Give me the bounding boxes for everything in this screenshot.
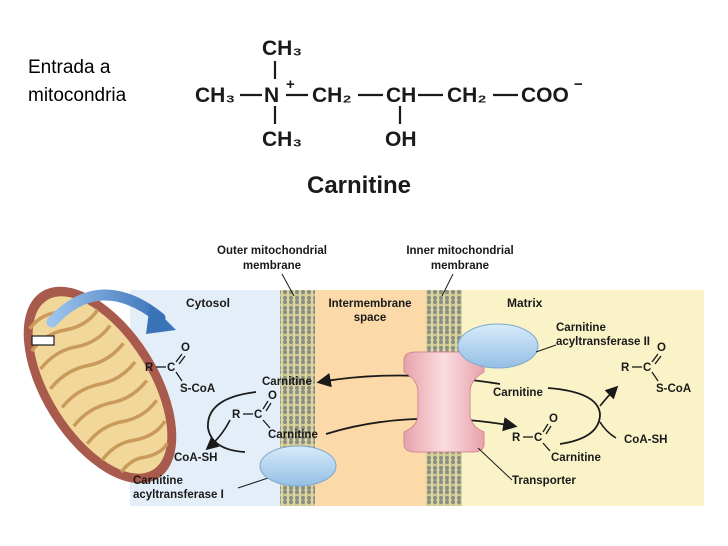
transporter-label: Transporter xyxy=(512,475,576,487)
matrix-carnitine-bottom: Carnitine xyxy=(551,452,601,464)
intermembrane-label-1: Intermembrane xyxy=(328,298,411,310)
compartments xyxy=(130,290,704,506)
matrix-acyl-coa: R C O S-CoA xyxy=(621,342,691,395)
matrix-acyl-group: R C O xyxy=(512,413,558,452)
svg-text:O: O xyxy=(549,413,558,425)
matrix-carnitine-top: Carnitine xyxy=(493,387,543,399)
cytosol-coa-sh: CoA-SH xyxy=(174,452,217,464)
svg-text:R: R xyxy=(232,409,241,421)
transporter-leader xyxy=(477,447,513,481)
plus-charge: + xyxy=(286,76,295,93)
svg-text:C: C xyxy=(643,362,651,374)
top-methyl: CH₃ xyxy=(262,37,302,60)
acyl-s-coa: S-CoA xyxy=(180,383,215,395)
cpt1-label-2: acyltransferase I xyxy=(133,489,224,501)
cytosol-reaction-curve xyxy=(207,391,257,453)
hydroxyl: OH xyxy=(385,128,417,151)
intermembrane-label-2: space xyxy=(354,312,387,324)
outer-membrane-label-2: membrane xyxy=(243,260,301,272)
page-title: Entrada a mitocondria xyxy=(28,54,126,110)
outer-membrane-leader xyxy=(281,273,295,297)
ch2-a: CH₂ xyxy=(312,84,352,107)
cytosol-coa-arrow xyxy=(205,419,231,451)
svg-text:R: R xyxy=(512,432,521,444)
left-methyl: CH₃ xyxy=(195,84,235,107)
zoom-box xyxy=(31,335,55,346)
cytosol-label: Cytosol xyxy=(186,296,230,310)
minus-charge: − xyxy=(574,76,583,93)
matrix-reaction-curve xyxy=(547,387,601,445)
svg-text:O: O xyxy=(657,342,666,354)
svg-text:R: R xyxy=(621,362,630,374)
inner-membrane-leader xyxy=(441,273,454,297)
acyl-r: R xyxy=(145,362,154,374)
nitrogen: N xyxy=(264,84,279,107)
inner-membrane-label-1: Inner mitochondrial xyxy=(406,245,513,257)
carnitine-return-arrow xyxy=(316,373,501,388)
outer-carnitine-bottom: Carnitine xyxy=(268,429,318,441)
cpt1-enzyme xyxy=(259,445,337,487)
matrix-acylcoa-arrow xyxy=(599,385,619,407)
ch2-b: CH₂ xyxy=(447,84,487,107)
ch-group: CH xyxy=(386,84,416,107)
outer-acyl-group: R C O xyxy=(232,390,277,429)
structure-name: Carnitine xyxy=(307,172,411,199)
matrix-label: Matrix xyxy=(507,296,543,310)
carnitine-structure: CH₃ CH₃ N + CH₂ CH CH₂ COO − CH₃ OH Carn… xyxy=(195,37,583,199)
svg-text:S-CoA: S-CoA xyxy=(656,383,691,395)
acyl-o: O xyxy=(181,342,190,354)
svg-text:O: O xyxy=(268,390,277,402)
svg-text:C: C xyxy=(254,409,262,421)
outer-membrane-label-1: Outer mitochondrial xyxy=(217,245,327,257)
svg-text:C: C xyxy=(534,432,542,444)
mitochondrion-illustration xyxy=(23,286,177,484)
zoom-arrow-head xyxy=(146,304,176,334)
outer-carnitine-top: Carnitine xyxy=(262,376,312,388)
cpt2-enzyme xyxy=(457,323,539,369)
matrix-coa-curve xyxy=(599,421,617,439)
membrane-labels: Outer mitochondrial membrane Inner mitoc… xyxy=(217,245,514,297)
cpt1-label-1: Carnitine xyxy=(133,475,183,487)
carboxylate: COO xyxy=(521,84,569,107)
cytosol-acyl-coa: R C O S-CoA xyxy=(145,342,215,395)
cpt2-label-2: acyltransferase II xyxy=(556,336,650,348)
zoom-arrow xyxy=(46,289,166,328)
cpt2-leader xyxy=(535,344,557,353)
acyl-c: C xyxy=(167,362,175,374)
bottom-methyl: CH₃ xyxy=(262,128,302,151)
title-line-1: Entrada a xyxy=(28,57,111,78)
cpt2-label-1: Carnitine xyxy=(556,322,606,334)
matrix-coa-sh: CoA-SH xyxy=(624,434,667,446)
title-line-2: mitocondria xyxy=(28,85,127,106)
acylcarnitine-import-arrow xyxy=(325,417,518,435)
cpt1-leader xyxy=(237,477,269,489)
inner-membrane-label-2: membrane xyxy=(431,260,489,272)
